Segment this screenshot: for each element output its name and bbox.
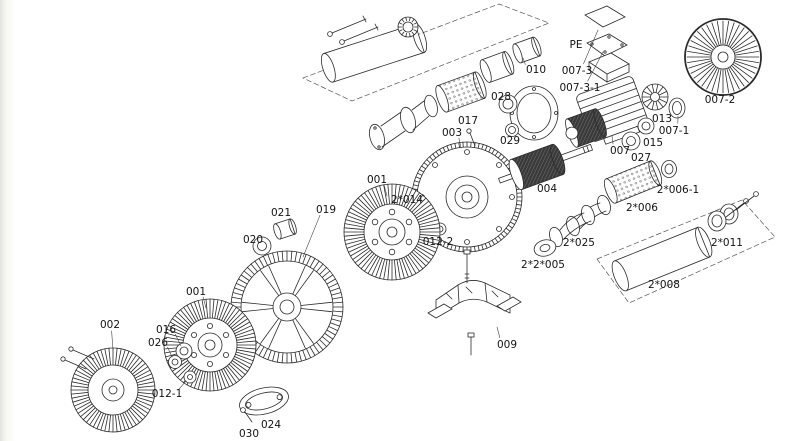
gasket-024 [239,386,289,416]
silencer-tube-2x008 [611,226,713,292]
part-label-017: 017 [458,115,478,127]
stud-bolt-top [463,249,471,284]
part-label-002: 002 [100,319,120,331]
part-label-003: 003 [442,127,462,139]
label-leader-line [178,380,187,390]
part-label-2*025: 2*025 [563,237,595,249]
part-label-029: 029 [500,135,520,147]
rotor-004 [498,143,594,191]
part-label-028: 028 [491,91,511,103]
label-leader-line [496,326,501,339]
part-label-2*006: 2*006 [626,202,658,214]
o-ring-029 [505,123,519,137]
part-label-001: 001 [186,286,206,298]
kit-box-right [596,199,776,304]
part-label-2*014: 2*014 [391,194,423,206]
ring-007-1 [668,97,686,119]
washer-012-1 [183,370,197,384]
ring-016 [175,342,193,360]
part-label-001: 001 [367,174,387,186]
impeller-001-right [343,183,441,281]
part-label-013: 013 [652,113,672,125]
bearing-027 [621,131,641,151]
label-leader-line [174,333,182,347]
screws-top-left [327,15,379,45]
silencer-foam-010 [435,71,487,113]
part-label-020: 020 [243,234,263,246]
impeller-002 [70,347,156,433]
gasket-2x2x005 [533,239,557,257]
screws-right [725,191,759,218]
label-leader-line [202,296,207,309]
label-leader-line [458,137,462,149]
part-label-004: 004 [537,183,557,195]
label-leader-line [587,51,604,82]
ring-026 [168,355,182,369]
screws-left [60,346,95,370]
part-label-027: 027 [631,152,651,164]
inlet-manifold [369,94,438,151]
silencer-foam-2x006 [603,160,663,204]
base-bracket-009 [427,280,522,319]
part-label-007-1: 007-1 [659,125,690,137]
spacer-021 [273,218,297,240]
part-label-019: 019 [316,204,336,216]
part-label-009: 009 [497,339,517,351]
part-label-007-3-1: 007-3-1 [560,82,601,94]
part-label-2*006-1: 2*006-1 [657,184,699,196]
part-label-012-2: 012-2 [423,236,454,248]
circlip-015 [637,117,655,135]
part-label-015: 015 [643,137,663,149]
fan-cover-007-2 [684,18,762,96]
sleeve-010-mid [479,51,515,83]
part-label-021: 021 [271,207,291,219]
part-label-007-3: 007-3 [562,65,593,77]
silencer-tube-left [320,23,428,83]
ring-020 [252,236,272,256]
part-label-007-2: 007-2 [705,94,736,106]
bolt-under-bracket [467,332,475,356]
label-leader-line [111,330,114,351]
bearing-ring-top [397,16,419,38]
rings-2x011 [707,203,739,232]
label-leader-line [611,135,614,145]
part-label-2*011: 2*011 [711,237,743,249]
part-label-016: 016 [156,324,176,336]
part-label-026: 026 [148,337,168,349]
part-label-PE: PE [570,39,583,51]
terminal-box [584,5,630,83]
kit-box-left [302,3,550,102]
sleeve-010-end [512,36,542,64]
label-leader-line [522,57,526,65]
ring-2x006-1 [661,160,677,178]
pulley-019 [230,250,344,364]
stator-core [565,108,607,148]
o-ring-028 [498,94,518,114]
part-label-2*008: 2*008 [648,279,680,291]
impeller-001-left [163,298,257,392]
part-label-010: 010 [526,64,546,76]
bolt-017 [466,128,476,147]
label-leader-line [383,184,388,197]
part-label-012-1: 012-1 [152,388,183,400]
part-label-2*2*005: 2*2*005 [521,259,565,271]
part-label-030: 030 [239,428,259,440]
cooling-fan-013 [641,83,669,111]
part-label-007: 007 [610,145,630,157]
bolt-030 [240,407,253,423]
label-leader-line [167,346,173,358]
label-leader-line [583,29,599,65]
label-leader-line [302,215,321,258]
part-label-024: 024 [261,419,281,431]
